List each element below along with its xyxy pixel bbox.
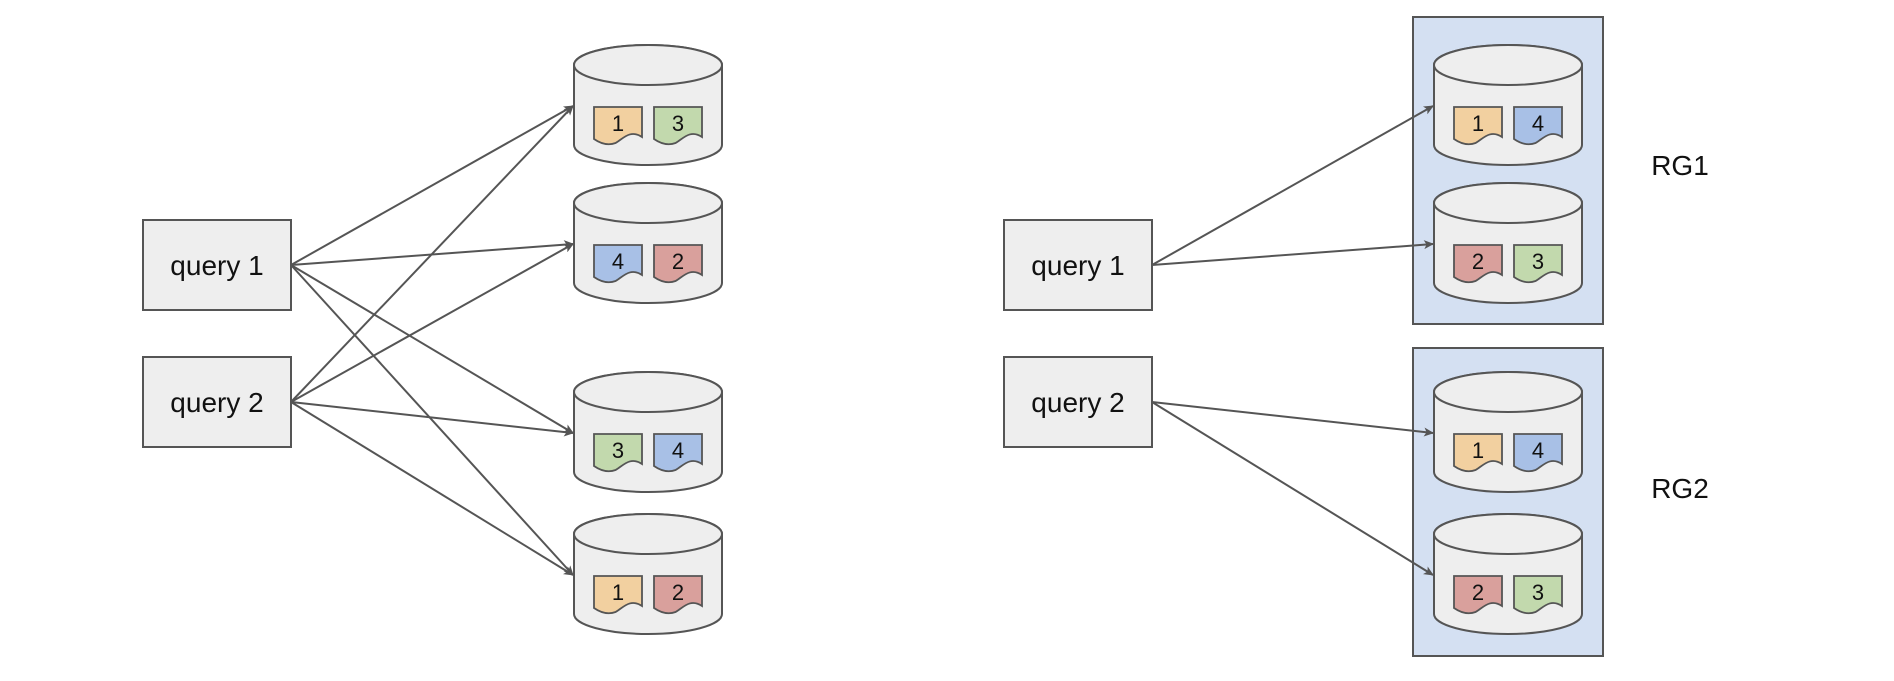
document-1-icon: 1 xyxy=(593,106,643,146)
document-4-icon: 4 xyxy=(653,433,703,473)
document-3-icon: 3 xyxy=(653,106,703,146)
left-arrow-q1-s3 xyxy=(290,264,574,434)
document-4-icon: 4 xyxy=(593,244,643,284)
document-1-icon: 1 xyxy=(1453,106,1503,146)
right-arrow-q1-g1a xyxy=(1151,105,1434,266)
document-3-icon: 3 xyxy=(1513,575,1563,615)
left-arrow-q1-s4 xyxy=(290,264,574,576)
document-4-icon: 4 xyxy=(1513,106,1563,146)
document-number: 2 xyxy=(672,580,684,605)
document-number: 4 xyxy=(612,249,624,274)
document-2-icon: 2 xyxy=(653,244,703,284)
query-label: query 1 xyxy=(1031,250,1124,281)
right-arrow-q2-g2b xyxy=(1151,401,1434,576)
left-arrow-q2-s3 xyxy=(290,401,574,437)
document-3-icon: 3 xyxy=(1513,244,1563,284)
document-number: 3 xyxy=(672,111,684,136)
document-number: 1 xyxy=(612,580,624,605)
document-number: 4 xyxy=(672,438,684,463)
right-arrow-q1-g1b xyxy=(1151,240,1434,266)
routing-arrows-layer xyxy=(290,105,1434,576)
document-1-icon: 1 xyxy=(593,575,643,615)
document-2-icon: 2 xyxy=(653,575,703,615)
document-number: 3 xyxy=(612,438,624,463)
right-q2-box: query 2 xyxy=(1003,356,1153,448)
document-2-icon: 2 xyxy=(1453,244,1503,284)
document-number: 3 xyxy=(1532,249,1544,274)
document-2-icon: 2 xyxy=(1453,575,1503,615)
right-arrow-q2-g2a xyxy=(1151,401,1434,437)
left-arrow-q2-s2 xyxy=(290,243,574,403)
document-number: 2 xyxy=(672,249,684,274)
document-number: 4 xyxy=(1532,438,1544,463)
left-arrow-q1-s1 xyxy=(290,105,574,266)
document-1-icon: 1 xyxy=(1453,433,1503,473)
document-3-icon: 3 xyxy=(593,433,643,473)
rg2-group-label: RG2 xyxy=(1651,473,1709,504)
left-arrow-q2-s1 xyxy=(290,105,574,403)
document-number: 1 xyxy=(612,111,624,136)
document-number: 3 xyxy=(1532,580,1544,605)
document-number: 1 xyxy=(1472,438,1484,463)
rg1-group-label: RG1 xyxy=(1651,150,1709,181)
left-arrow-q2-s4 xyxy=(290,401,574,576)
query-label: query 2 xyxy=(1031,387,1124,418)
document-number: 2 xyxy=(1472,580,1484,605)
document-number: 1 xyxy=(1472,111,1484,136)
document-number: 2 xyxy=(1472,249,1484,274)
document-number: 4 xyxy=(1532,111,1544,136)
left-q2-box: query 2 xyxy=(142,356,292,448)
left-q1-box: query 1 xyxy=(142,219,292,311)
right-q1-box: query 1 xyxy=(1003,219,1153,311)
document-4-icon: 4 xyxy=(1513,433,1563,473)
query-label: query 2 xyxy=(170,387,263,418)
query-label: query 1 xyxy=(170,250,263,281)
